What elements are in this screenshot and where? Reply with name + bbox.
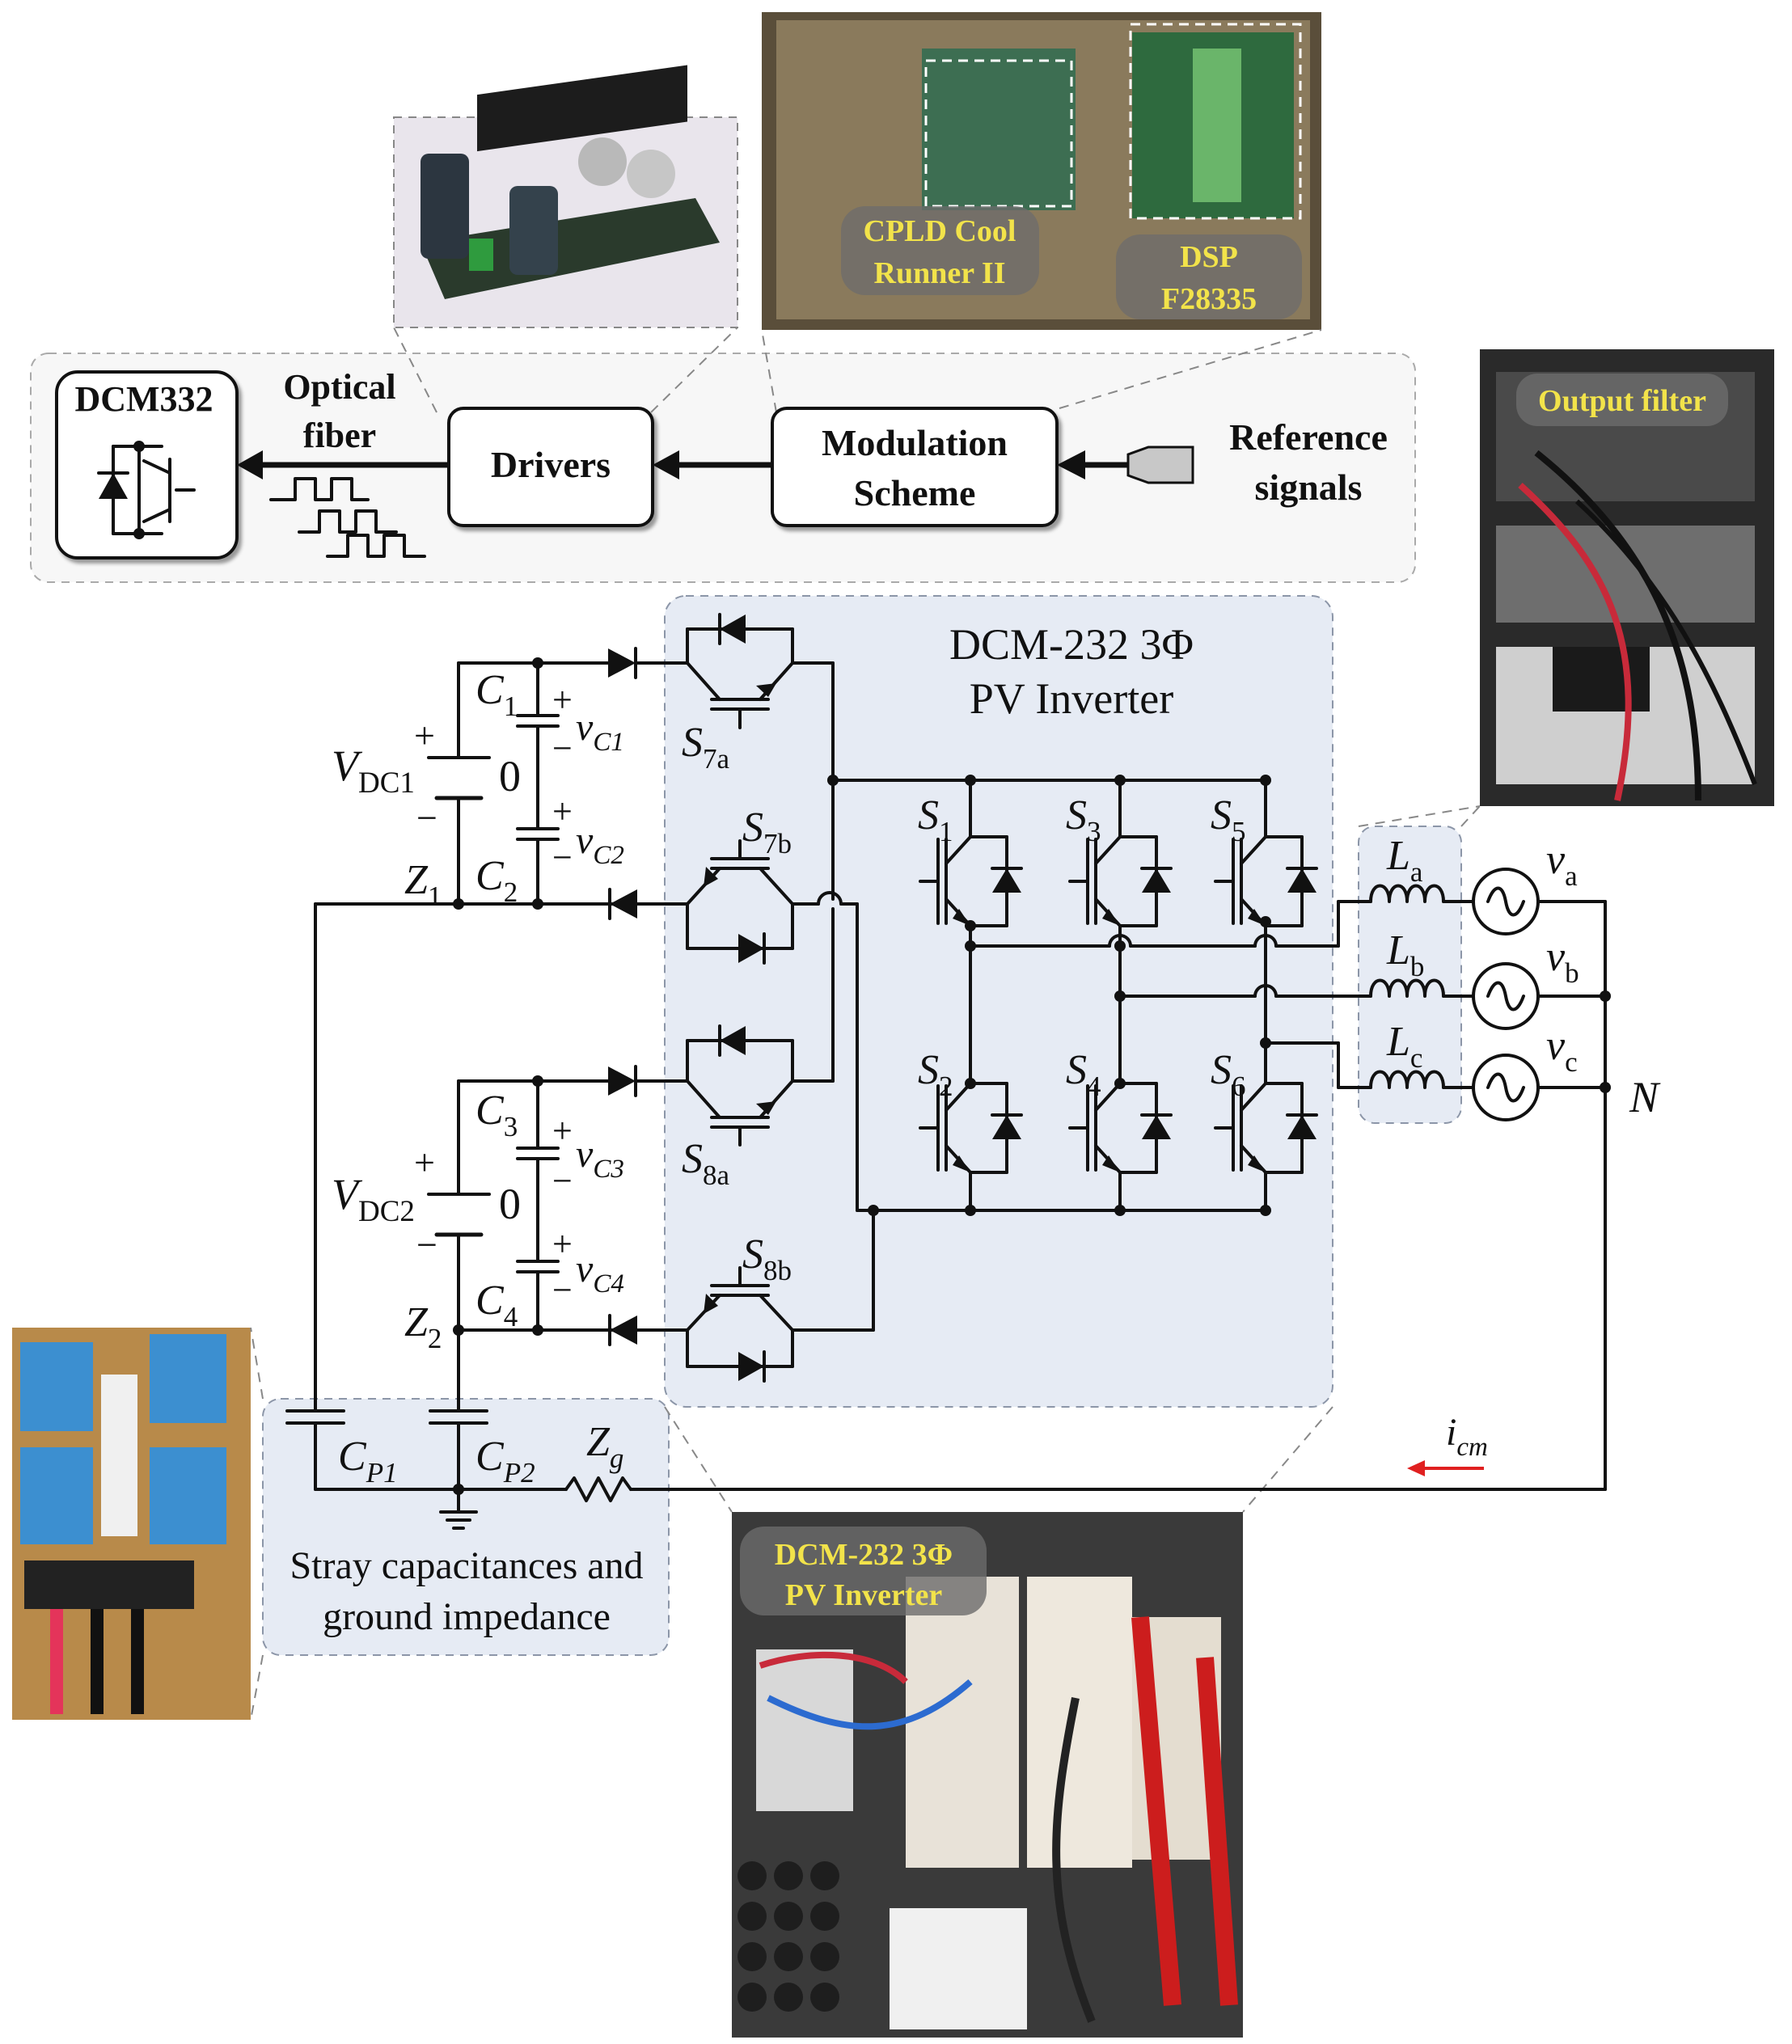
vc4-label: vC4 bbox=[576, 1248, 624, 1299]
vc-label: vc bbox=[1546, 1023, 1578, 1078]
dcm332-label: DCM332 bbox=[74, 379, 213, 419]
la-label: La bbox=[1386, 833, 1423, 888]
pwm-waveform bbox=[269, 477, 426, 558]
cpld-label-2: Runner II bbox=[874, 256, 1006, 290]
vc2-label: vC2 bbox=[576, 819, 624, 870]
reference-line1: Reference bbox=[1229, 416, 1388, 458]
inverter-photo-label-1: DCM-232 3Φ bbox=[775, 1538, 953, 1572]
mid2-zero: 0 bbox=[499, 1180, 521, 1228]
output-filter-photo: Output filter bbox=[1480, 349, 1774, 806]
dcm332-box: DCM332 bbox=[55, 370, 239, 560]
vdc2-minus: − bbox=[416, 1224, 437, 1265]
dsp-label-1: DSP bbox=[1180, 240, 1238, 274]
stray-cap-photo bbox=[12, 1328, 251, 1720]
s8a-label: S8a bbox=[682, 1136, 730, 1191]
lc-label: Lc bbox=[1386, 1019, 1422, 1074]
s1-label: S1 bbox=[918, 792, 953, 847]
optical-fiber-line2: fiber bbox=[303, 416, 376, 455]
c3-plus: + bbox=[552, 1111, 573, 1151]
c4-label: C4 bbox=[475, 1278, 518, 1332]
modulation-line2: Scheme bbox=[854, 472, 976, 513]
stray-label-2: ground impedance bbox=[323, 1595, 611, 1638]
c3-label: C3 bbox=[475, 1087, 518, 1142]
vdc2-plus: + bbox=[414, 1142, 435, 1183]
arrow-to-dcm bbox=[237, 450, 263, 479]
s7b-label: S7b bbox=[742, 805, 792, 859]
stray-panel bbox=[262, 1398, 670, 1656]
photo-leaders bbox=[250, 327, 1481, 1721]
c1-label: C1 bbox=[475, 667, 518, 722]
inverter-title-2: PV Inverter bbox=[970, 674, 1173, 723]
control-board-photo: CPLD Cool Runner II DSP F28335 bbox=[762, 12, 1321, 330]
va-label: va bbox=[1546, 837, 1578, 892]
output-filter-label: Output filter bbox=[1538, 384, 1706, 418]
stray-label-1: Stray capacitances and bbox=[290, 1544, 643, 1587]
vdc2-label: VDC2 bbox=[332, 1170, 415, 1228]
drivers-box bbox=[447, 407, 654, 527]
arrow-to-drivers bbox=[653, 450, 679, 479]
c4-plus: + bbox=[552, 1224, 573, 1264]
drivers-label: Drivers bbox=[491, 444, 611, 485]
inverter-photo-label-2: PV Inverter bbox=[785, 1578, 943, 1612]
zg-label: Zg bbox=[586, 1419, 623, 1474]
inverter-photo: DCM-232 3Φ PV Inverter bbox=[732, 1512, 1243, 2038]
vc1-label: vC1 bbox=[576, 706, 624, 757]
reference-connector bbox=[1126, 446, 1194, 484]
vb-label: vb bbox=[1546, 934, 1579, 989]
lb-label: Lb bbox=[1386, 927, 1424, 982]
icm-label: icm bbox=[1446, 1411, 1488, 1462]
s5-label: S5 bbox=[1211, 792, 1246, 847]
s4-label: S4 bbox=[1066, 1047, 1101, 1102]
z2-label: Z2 bbox=[404, 1299, 442, 1354]
dsp-label-2: F28335 bbox=[1161, 282, 1257, 316]
cp2-label: CP2 bbox=[475, 1434, 535, 1489]
s7a-label: S7a bbox=[682, 720, 730, 775]
s8b-label: S8b bbox=[742, 1231, 792, 1286]
c2-label: C2 bbox=[475, 853, 518, 908]
s3-label: S3 bbox=[1066, 792, 1101, 847]
mid1-zero: 0 bbox=[499, 752, 521, 800]
filter-panel bbox=[1358, 826, 1462, 1124]
c2-plus: + bbox=[552, 792, 573, 831]
z1-label: Z1 bbox=[404, 857, 442, 912]
vdc1-label: VDC1 bbox=[332, 741, 415, 800]
cpld-label-1: CPLD Cool bbox=[864, 214, 1016, 248]
c2-minus: − bbox=[552, 838, 573, 877]
s6-label: S6 bbox=[1211, 1047, 1246, 1102]
c3-minus: − bbox=[552, 1161, 573, 1201]
circuit bbox=[285, 613, 1611, 1530]
c4-minus: − bbox=[552, 1270, 573, 1310]
arrow-to-modulation bbox=[1057, 450, 1085, 479]
reference-line2: signals bbox=[1255, 467, 1363, 508]
vdc1-minus: − bbox=[416, 797, 437, 838]
s2-label: S2 bbox=[918, 1047, 953, 1102]
inverter-title-1: DCM-232 3Φ bbox=[949, 620, 1194, 669]
c1-minus: − bbox=[552, 728, 573, 768]
vdc1-plus: + bbox=[414, 715, 435, 756]
modulation-box bbox=[771, 407, 1059, 527]
c1-plus: + bbox=[552, 680, 573, 720]
n-label: N bbox=[1629, 1073, 1661, 1121]
optical-fiber-line1: Optical bbox=[283, 367, 395, 407]
vc3-label: vC3 bbox=[576, 1133, 624, 1184]
driver-board-photo bbox=[393, 65, 738, 328]
modulation-line1: Modulation bbox=[822, 422, 1008, 463]
cp1-label: CP1 bbox=[338, 1434, 398, 1489]
